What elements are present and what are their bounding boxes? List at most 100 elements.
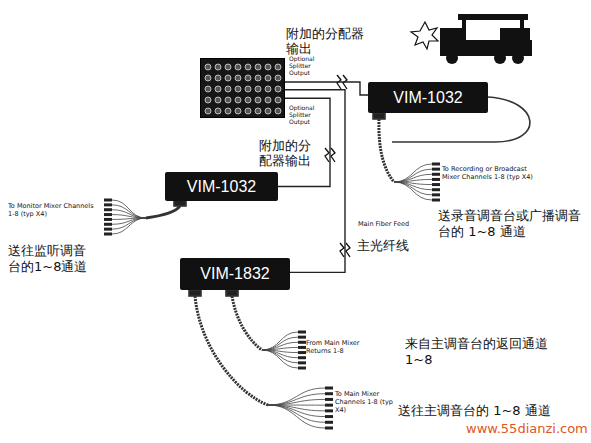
drawing-part	[226, 290, 238, 296]
drawing-part	[104, 213, 112, 216]
xlr-jack	[255, 75, 261, 81]
drawing-part	[346, 243, 350, 257]
xlr-jack	[225, 108, 231, 114]
xlr-jack	[205, 75, 211, 81]
xlr-jack	[245, 97, 251, 103]
xlr-jack	[265, 86, 271, 92]
drawing-part	[232, 296, 262, 350]
drawing-part	[494, 52, 506, 64]
drawing-part	[500, 28, 530, 42]
drawing-part	[432, 188, 440, 191]
drawing-part	[298, 341, 306, 344]
xlr-jack	[275, 86, 281, 92]
xlr-jack	[225, 75, 231, 81]
fan-out-lines	[104, 163, 440, 430]
wireless-symbols	[323, 75, 352, 257]
drawing-part	[394, 182, 432, 200]
cable-label: To Monitor Mixer Channels 1-8 (typ X4)	[8, 203, 100, 219]
drawing-part	[440, 28, 462, 42]
xlr-jack	[215, 75, 221, 81]
cable-drawing	[146, 97, 530, 405]
xlr-jack	[205, 97, 211, 103]
drawing-part	[394, 164, 432, 182]
drawing-part	[104, 233, 112, 236]
drawing-part	[325, 387, 333, 390]
drawing-part	[394, 179, 432, 182]
xlr-jack	[235, 97, 241, 103]
drawing-part	[262, 342, 298, 350]
xlr-jack	[235, 108, 241, 114]
drawing-part	[458, 14, 528, 20]
drawing-part	[446, 52, 458, 64]
xlr-jack	[275, 75, 281, 81]
cable-label: 来自主调音台的返回通道 1~8	[405, 336, 555, 367]
xlr-jack	[275, 97, 281, 103]
xlr-jack	[255, 108, 261, 114]
drawing-part	[432, 183, 440, 186]
cable-label: 送录音调音台或广播调音台的 1~8 通道	[438, 208, 583, 239]
xlr-jack	[255, 86, 261, 92]
xlr-jack	[205, 108, 211, 114]
interface-module: VIM-1832	[180, 258, 290, 290]
xlr-jack	[225, 86, 231, 92]
drawing-part	[432, 178, 440, 181]
cable-label: 送往主调音台的 1~8 通道	[398, 403, 568, 419]
drawing-part	[432, 163, 440, 166]
drawing-part	[394, 169, 432, 182]
fiber-link	[285, 82, 368, 95]
xlr-jack	[245, 108, 251, 114]
drawing-part	[262, 347, 298, 350]
xlr-jack	[235, 86, 241, 92]
xlr-jack	[265, 108, 271, 114]
interface-module: VIM-1032	[165, 172, 278, 201]
drawing-part	[112, 200, 146, 218]
drawing-part	[298, 351, 306, 354]
drawing-part	[379, 119, 394, 182]
drawing-part	[104, 223, 112, 226]
drawing-part	[432, 173, 440, 176]
model-name: VIM-1032	[393, 89, 462, 107]
model-name: VIM-1032	[187, 178, 256, 196]
xlr-jack	[245, 86, 251, 92]
drawing-part	[432, 199, 440, 202]
drawing-part	[432, 193, 440, 196]
drawing-part	[268, 405, 325, 417]
drawing-part	[268, 399, 325, 405]
drawing-part	[432, 168, 440, 171]
drawing-part	[262, 337, 298, 350]
drawing-part	[373, 113, 385, 119]
xlr-jack	[255, 64, 261, 70]
drawing-part	[104, 199, 112, 202]
drawing-part	[298, 336, 306, 339]
cable-label: 送往监听调音台的1~8通道	[8, 243, 92, 274]
xlr-jack	[245, 64, 251, 70]
xlr-jack	[275, 108, 281, 114]
drawing-part	[268, 405, 325, 422]
drawing-part	[331, 148, 335, 162]
cable-label: 主光纤线	[357, 238, 427, 254]
cable-label: From Main Mixer Returns 1-8	[306, 340, 368, 356]
drawing-part	[512, 52, 524, 64]
drawing-part	[394, 182, 432, 195]
drawing-part	[262, 350, 298, 368]
output-label: 附加的分配器输出	[259, 139, 323, 169]
xlr-jack	[255, 97, 261, 103]
drawing-part	[325, 392, 333, 395]
drawing-part	[298, 367, 306, 370]
drawing-part	[112, 218, 146, 229]
drawing-part	[268, 405, 325, 428]
drawing-part	[189, 290, 201, 296]
xlr-jack	[245, 75, 251, 81]
output-label: 附加的分配器输出	[286, 27, 366, 57]
drawing-part	[262, 350, 298, 363]
drawing-part	[340, 243, 344, 257]
drawing-part	[268, 388, 325, 405]
drawing-part	[195, 296, 268, 405]
output-label: Optional Splitter Output	[289, 105, 323, 126]
drawing-part	[112, 205, 146, 218]
xlr-jack	[265, 75, 271, 81]
xlr-jack	[265, 97, 271, 103]
drawing-part	[325, 404, 333, 407]
drawing-part	[112, 215, 146, 218]
model-name: VIM-1832	[200, 265, 269, 283]
